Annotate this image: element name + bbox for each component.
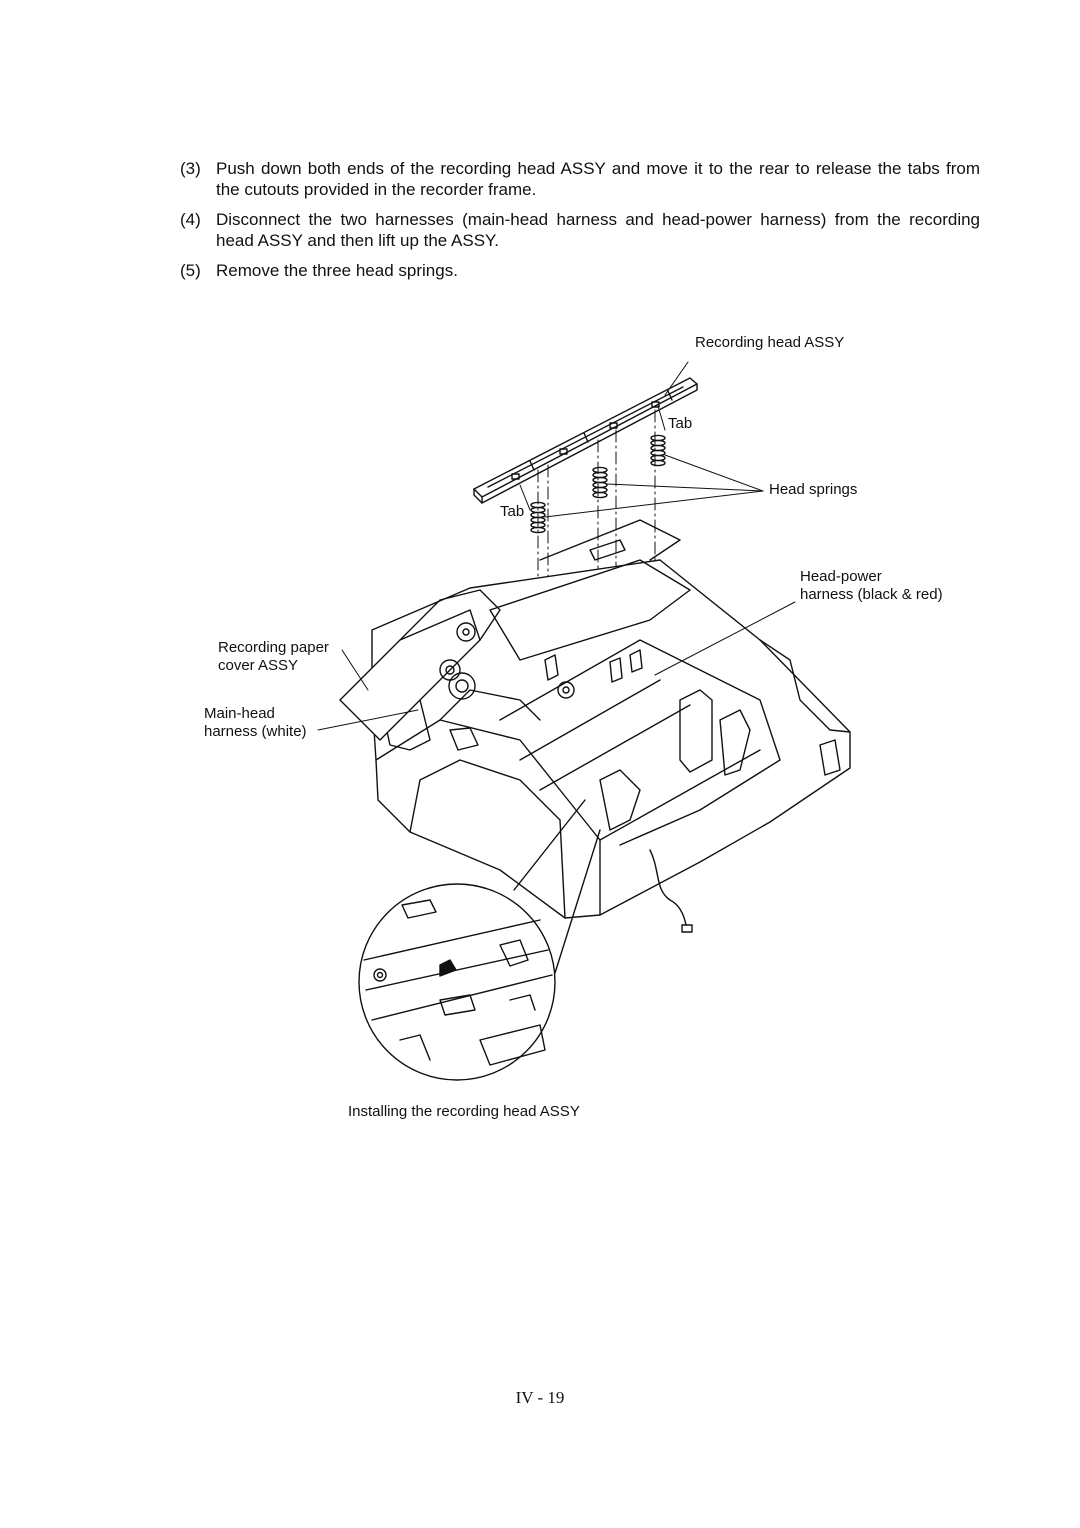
step-number: (5) [180,261,201,280]
label-paper-cover-line1: Recording paper [218,639,329,656]
label-main-head-line1: Main-head [204,705,275,722]
label-tab-left: Tab [500,503,524,520]
label-recording-head-assy: Recording head ASSY [695,334,844,351]
page-number: IV - 19 [515,1388,565,1407]
label-head-power-line2: harness (black & red) [800,586,943,603]
step-text: Remove the three head springs. [216,261,458,280]
label-head-springs: Head springs [769,481,857,498]
step-number: (3) [180,159,201,178]
figure-caption: Installing the recording head ASSY [348,1103,580,1120]
step-item: (3) Push down both ends of the recording… [180,158,980,200]
label-paper-cover-line2: cover ASSY [218,657,298,674]
label-head-power-line1: Head-power [800,568,882,585]
label-main-head-line2: harness (white) [204,723,307,740]
label-tab-top: Tab [668,415,692,432]
step-text: Disconnect the two harnesses (main-head … [216,210,980,250]
recording-head-assy-drawing [473,377,698,504]
step-number: (4) [180,210,201,229]
step-item: (4) Disconnect the two harnesses (main-h… [180,209,980,251]
facsimile-machine-body [339,519,851,933]
step-item: (5) Remove the three head springs. [180,260,980,281]
callout-leader-lines [317,361,796,731]
instruction-steps: (3) Push down both ends of the recording… [180,158,980,290]
magnified-detail-inset [358,799,601,1081]
step-text: Push down both ends of the recording hea… [216,159,980,199]
